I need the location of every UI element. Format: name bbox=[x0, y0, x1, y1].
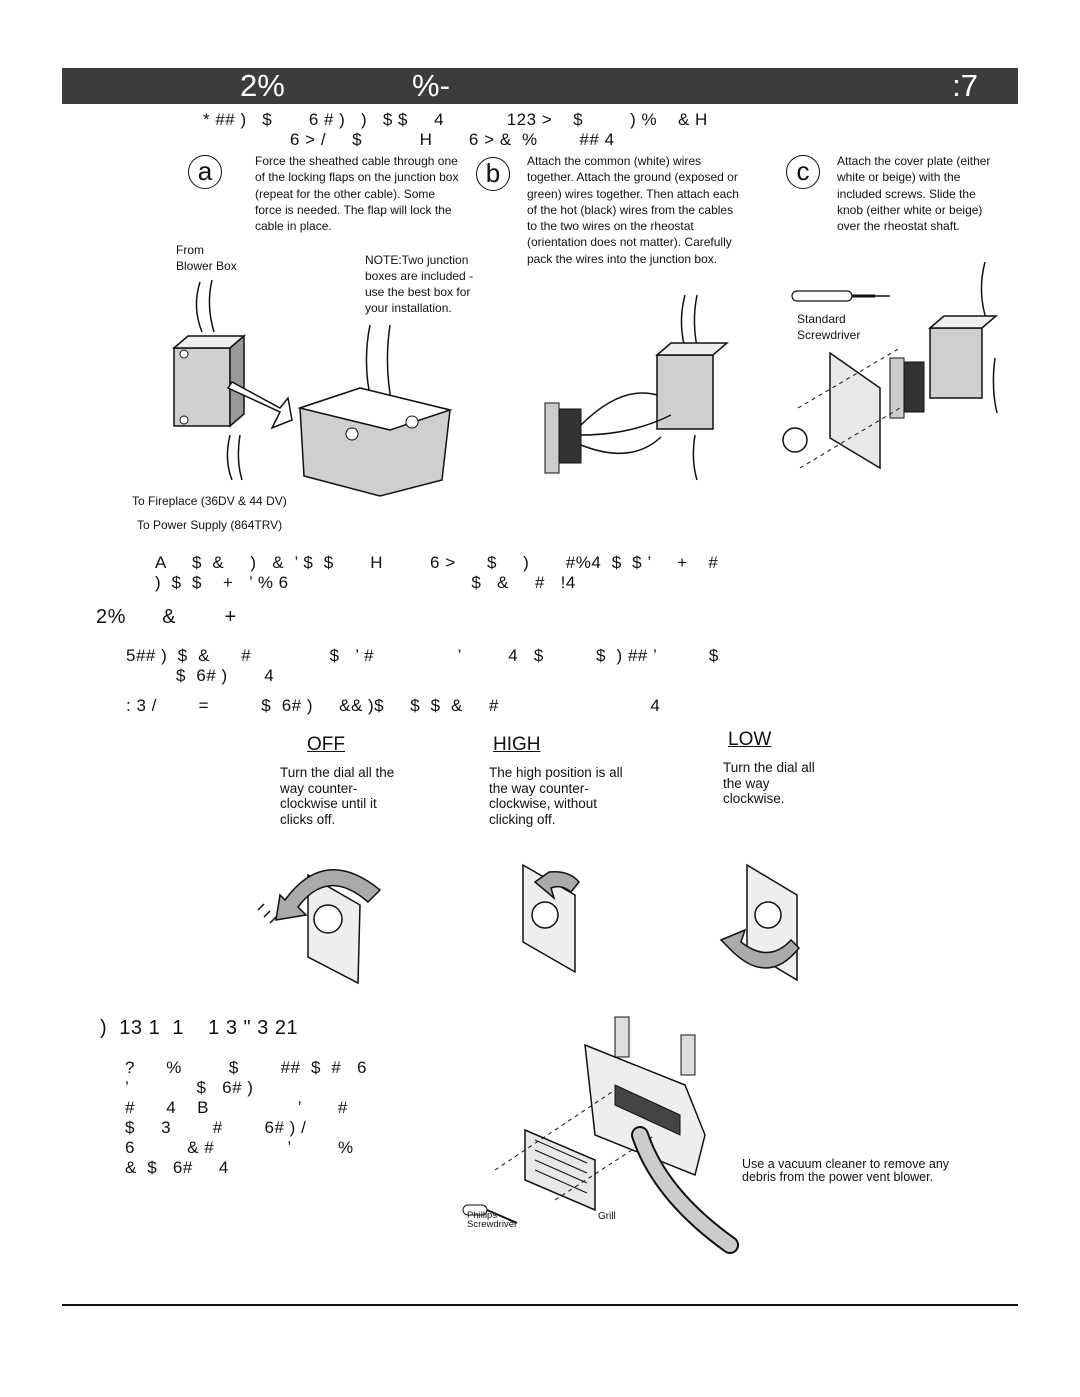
para2-line-2: ) $ $ + ’ % 6 $ & # !4 bbox=[155, 573, 576, 592]
vacuum-label: Use a vacuum cleaner to remove any debri… bbox=[742, 1157, 950, 1184]
page-number: :7 bbox=[952, 68, 978, 103]
dial-off-illustration bbox=[257, 869, 382, 985]
maintenance-line-1: ? % $ ## $ # 6 bbox=[125, 1058, 367, 1077]
maintenance-line-2: ’ $ 6# ) bbox=[125, 1078, 254, 1097]
operation-heading: 2% & + bbox=[96, 606, 237, 628]
maintenance-heading: ) 13 1 1 1 3 " 3 21 bbox=[100, 1017, 299, 1039]
cover-plate-illustration bbox=[782, 261, 999, 470]
to-fireplace-label: To Fireplace (36DV & 44 DV) bbox=[132, 494, 287, 508]
rheostat-wiring-illustration bbox=[544, 294, 730, 481]
step-c-text: Attach the cover plate (either white or … bbox=[837, 154, 991, 234]
from-blower-label: From Blower Box bbox=[176, 243, 237, 273]
to-power-supply-label: To Power Supply (864TRV) bbox=[137, 518, 283, 532]
dial-high-label: HIGH bbox=[493, 734, 541, 755]
grill-label: Grill bbox=[598, 1211, 616, 1222]
dial-off-text: Turn the dial all the way counter-clockw… bbox=[280, 765, 395, 827]
dial-high-text: The high position is all the way counter… bbox=[489, 765, 623, 827]
header-title-b: %- bbox=[412, 68, 450, 103]
maintenance-line-4: $ 3 # 6# ) / bbox=[125, 1118, 307, 1137]
step-a-marker: a bbox=[188, 155, 222, 189]
junction-note: NOTE:Two junction boxes are included - u… bbox=[365, 253, 474, 315]
junction-box-illustration bbox=[171, 279, 453, 497]
install-line-2: 6 > / $ H 6 > & % ## 4 bbox=[290, 130, 615, 149]
para2-line-1: A $ & ) & ’ $ $ H 6 > $ ) #%4 $ $ ’ + # bbox=[155, 553, 719, 572]
operation-line-3: : 3 / = $ 6# ) && )$ $ $ & # 4 bbox=[126, 696, 661, 715]
maintenance-line-5: 6 & # ’ % bbox=[125, 1138, 354, 1157]
bottom-rule bbox=[62, 1304, 1018, 1306]
operation-line-1: 5## ) $ & # $ ’ # ’ 4 $ $ ) ## ’ $ bbox=[126, 646, 719, 665]
step-c-marker: c bbox=[786, 155, 820, 189]
dial-off-label: OFF bbox=[307, 734, 345, 755]
phillips-screwdriver-label: Phillips Screwdriver bbox=[467, 1210, 518, 1230]
install-line-1: * ## ) $ 6 # ) ) $ $ 4 123 > $ ) % & H bbox=[203, 110, 708, 129]
dial-high-illustration bbox=[522, 863, 580, 974]
maintenance-line-3: # 4 B ’ # bbox=[125, 1098, 348, 1117]
operation-line-2: $ 6# ) 4 bbox=[176, 666, 275, 685]
header-bar: 2% %- :7 bbox=[62, 68, 1018, 104]
vent-vacuum-illustration bbox=[462, 1016, 739, 1254]
maintenance-line-6: & $ 6# 4 bbox=[125, 1158, 229, 1177]
header-title-a: 2% bbox=[240, 68, 285, 103]
step-b-marker: b bbox=[476, 157, 510, 191]
step-a-text: Force the sheathed cable through one of … bbox=[255, 154, 459, 234]
dial-low-illustration bbox=[719, 863, 801, 982]
dial-low-text: Turn the dial all the way clockwise. bbox=[723, 760, 815, 807]
step-b-text: Attach the common (white) wires together… bbox=[527, 154, 739, 266]
dial-low-label: LOW bbox=[728, 729, 772, 750]
standard-screwdriver-label: Standard Screwdriver bbox=[797, 312, 861, 342]
